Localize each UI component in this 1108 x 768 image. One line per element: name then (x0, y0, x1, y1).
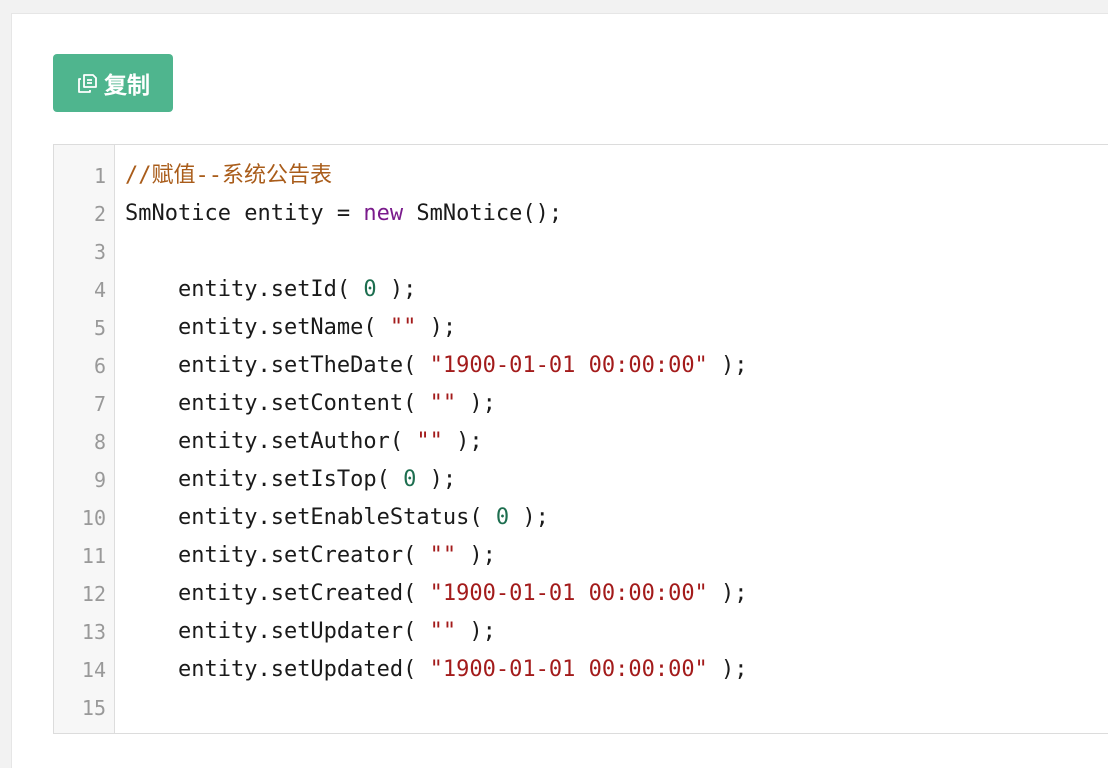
line-number: 15 (81, 696, 106, 720)
code-line: SmNotice entity = new SmNotice(); (125, 195, 1108, 233)
line-number: 12 (81, 582, 106, 606)
line-number: 6 (93, 354, 106, 378)
line-number: 7 (93, 392, 106, 416)
code-token-plain: entity.setEnableStatus( (177, 505, 496, 530)
code-indent (125, 277, 178, 302)
code-line (125, 233, 1108, 271)
code-token-plain: ); (376, 277, 417, 302)
copy-button[interactable]: 复制 (53, 54, 173, 112)
code-token-string: "1900-01-01 00:00:00" (429, 657, 708, 682)
code-token-plain: ); (707, 581, 748, 606)
copy-button-label: 复制 (104, 73, 150, 99)
code-token-string: "1900-01-01 00:00:00" (429, 353, 708, 378)
code-line: entity.setCreator( "" ); (125, 537, 1108, 575)
code-token-plain: ); (456, 391, 496, 416)
code-token-plain: entity.setUpdater( (177, 619, 430, 644)
line-number: 4 (93, 278, 106, 302)
code-token-plain: ); (456, 619, 496, 644)
code-token-plain: ); (707, 657, 748, 682)
code-token-plain: entity.setIsTop( (177, 467, 404, 492)
code-line: entity.setUpdater( "" ); (125, 613, 1108, 651)
code-token-string: "1900-01-01 00:00:00" (429, 581, 708, 606)
code-token-plain: entity.setAuthor( (177, 429, 417, 454)
code-token-plain: ); (416, 315, 457, 340)
code-indent (125, 315, 178, 340)
code-indent (125, 429, 178, 454)
code-indent (125, 581, 178, 606)
code-token-plain: entity.setCreator( (177, 543, 430, 568)
line-number: 9 (93, 468, 106, 492)
code-token-string: "" (429, 619, 457, 644)
line-number: 2 (93, 202, 106, 226)
code-indent (125, 543, 178, 568)
line-number: 5 (93, 316, 106, 340)
code-token-number: 0 (363, 277, 377, 302)
code-indent (125, 353, 178, 378)
code-token-plain: ); (416, 467, 457, 492)
code-token-plain: ); (707, 353, 748, 378)
code-token-string: "" (389, 315, 417, 340)
code-token-number: 0 (495, 505, 510, 530)
code-line: entity.setAuthor( "" ); (125, 423, 1108, 461)
code-token-plain: ); (456, 543, 496, 568)
line-number: 14 (81, 658, 106, 682)
code-line: entity.setContent( "" ); (125, 385, 1108, 423)
code-line: entity.setIsTop( 0 ); (125, 461, 1108, 499)
code-line: entity.setUpdated( "1900-01-01 00:00:00"… (125, 651, 1108, 689)
code-line: entity.setId( 0 ); (125, 271, 1108, 309)
copy-icon (76, 72, 98, 94)
code-indent (125, 619, 178, 644)
code-indent (125, 467, 178, 492)
code-token-plain: entity.setContent( (177, 391, 430, 416)
code-indent (125, 505, 178, 530)
code-area[interactable]: //赋值--系统公告表 SmNotice entity = new SmNotic… (115, 145, 1108, 733)
code-line (125, 689, 1108, 727)
code-token-plain: ); (509, 505, 549, 530)
line-number: 11 (81, 544, 106, 568)
code-token-number: 0 (403, 467, 417, 492)
code-token-plain: SmNotice(); (403, 201, 563, 226)
code-line: //赋值--系统公告表 (125, 157, 1108, 195)
code-indent (125, 657, 178, 682)
line-number: 13 (81, 620, 106, 644)
code-token-string: "" (429, 543, 457, 568)
code-token-string: "" (429, 391, 457, 416)
code-line: entity.setName( "" ); (125, 309, 1108, 347)
line-number: 10 (81, 506, 106, 530)
code-token-plain: ); (442, 429, 483, 454)
line-number: 1 (93, 164, 106, 188)
code-token-plain: entity.setTheDate( (177, 353, 430, 378)
code-line: entity.setCreated( "1900-01-01 00:00:00"… (125, 575, 1108, 613)
code-line: entity.setTheDate( "1900-01-01 00:00:00"… (125, 347, 1108, 385)
code-token-plain: entity.setId( (177, 277, 364, 302)
code-token-string: "" (416, 429, 443, 454)
code-token-plain: entity.setUpdated( (177, 657, 430, 682)
code-indent (125, 391, 178, 416)
line-number: 8 (93, 430, 106, 454)
line-number: 3 (93, 240, 106, 264)
code-token-plain: SmNotice entity = (125, 201, 364, 226)
code-token-comment: //赋值--系统公告表 (125, 163, 332, 188)
code-line: entity.setEnableStatus( 0 ); (125, 499, 1108, 537)
code-token-keyword: new (363, 201, 404, 226)
code-token-plain: entity.setName( (177, 315, 390, 340)
code-token-plain: entity.setCreated( (177, 581, 430, 606)
